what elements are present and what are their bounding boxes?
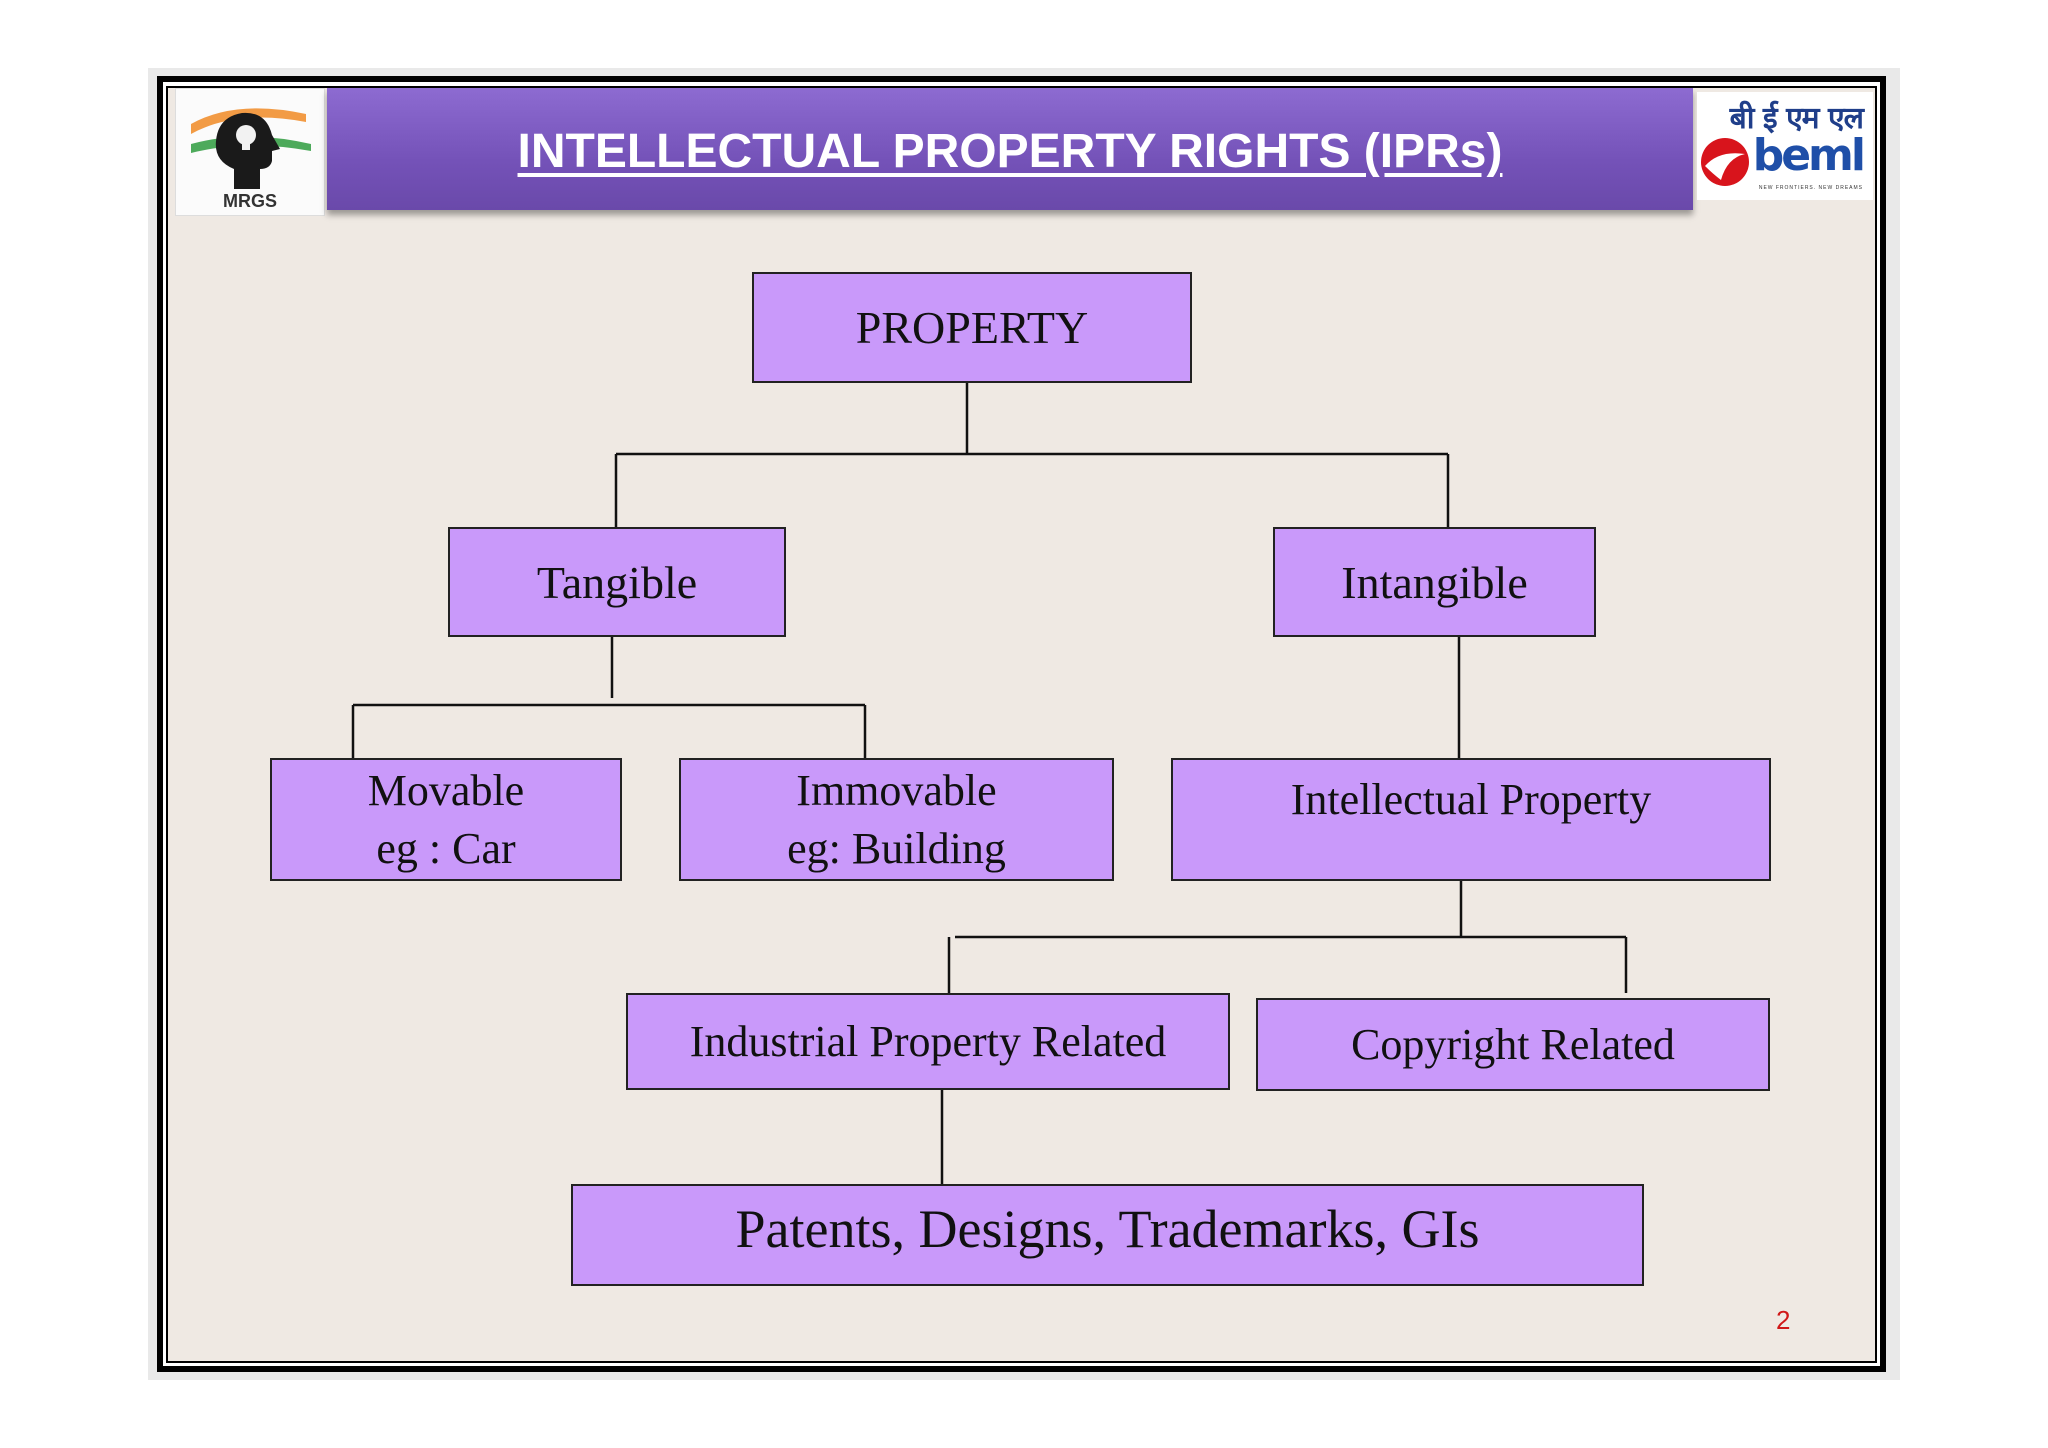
node-immovable-label: Immovable (796, 765, 997, 815)
node-intellectual-property-label: Intellectual Property (1290, 775, 1652, 824)
logo-caption: MRGS (223, 191, 277, 211)
node-patents-label: Patents, Designs, Trademarks, GIs (735, 1199, 1480, 1259)
node-movable-label: Movable (367, 765, 525, 815)
page-title: INTELLECTUAL PROPERTY RIGHTS (IPRs) (517, 125, 1503, 178)
node-property: PROPERTY (752, 272, 1192, 383)
title-bar: INTELLECTUAL PROPERTY RIGHTS (IPRs) (327, 88, 1693, 210)
node-tangible: Tangible (448, 527, 786, 637)
beml-wordmark: beml (1752, 130, 1866, 181)
node-property-label: PROPERTY (855, 302, 1089, 353)
beml-swoosh-icon (1701, 138, 1749, 186)
node-movable: Movable eg : Car (270, 758, 622, 881)
node-industrial-property-label: Industrial Property Related (689, 1017, 1167, 1066)
node-intangible-label: Intangible (1341, 556, 1528, 608)
node-copyright-related: Copyright Related (1256, 998, 1770, 1091)
node-tangible-label: Tangible (536, 556, 698, 608)
page-number: 2 (1776, 1305, 1791, 1335)
beml-devanagari: बी ई एम एल (1729, 101, 1864, 136)
node-copyright-label: Copyright Related (1351, 1020, 1675, 1069)
beml-logo: बी ई एम एल beml NEW FRONTIERS. NEW DREAM… (1697, 92, 1873, 200)
node-immovable: Immovable eg: Building (679, 758, 1114, 881)
node-movable-example: eg : Car (376, 823, 516, 873)
beml-tagline: NEW FRONTIERS. NEW DREAMS (1758, 185, 1863, 191)
node-intellectual-property: Intellectual Property (1171, 758, 1771, 881)
node-immovable-example: eg: Building (787, 823, 1006, 873)
mrgs-logo: MRGS (175, 88, 325, 216)
node-patents-designs-trademarks: Patents, Designs, Trademarks, GIs (571, 1184, 1644, 1286)
head-bulb-icon (191, 108, 311, 194)
node-industrial-property-related: Industrial Property Related (626, 993, 1230, 1090)
node-intangible: Intangible (1273, 527, 1596, 637)
